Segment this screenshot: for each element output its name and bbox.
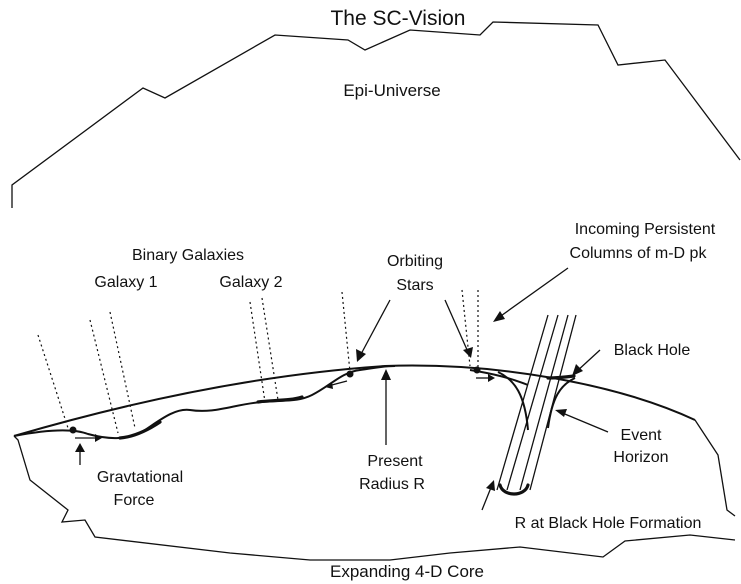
bh-column-left-inner <box>506 314 559 491</box>
spacetime-surface <box>13 365 396 440</box>
motion-arrowhead-star-right <box>488 374 495 382</box>
arrowhead-r-formation <box>486 480 495 491</box>
arrow-event-horizon <box>559 411 609 433</box>
motion-arrowhead-galaxy1 <box>95 434 102 442</box>
galaxy1-label: Galaxy 1 <box>94 274 157 291</box>
galaxy2-label: Galaxy 2 <box>219 274 282 291</box>
star-left <box>346 370 354 378</box>
horizon-label: Horizon <box>613 449 668 466</box>
column-galaxy1-c <box>109 311 136 429</box>
arrowhead-orbiting-right <box>463 347 473 358</box>
radius-label: Radius R <box>359 476 425 493</box>
bh-column-left-outer <box>496 314 549 491</box>
galaxy1-mass <box>118 420 162 440</box>
arrowhead-gravitational <box>75 443 85 452</box>
diagram-title: The SC-Vision <box>330 7 465 30</box>
column-galaxy2-a <box>249 301 266 403</box>
stars-label: Stars <box>396 277 433 294</box>
bh-column-right-inner <box>519 314 569 491</box>
force-label: Force <box>114 492 155 509</box>
arrow-incoming <box>497 267 569 319</box>
arrowhead-black-hole <box>572 364 583 376</box>
core-boundary <box>13 435 736 561</box>
event-label: Event <box>621 427 662 444</box>
orbiting-label: Orbiting <box>387 253 443 270</box>
r-formation-label: R at Black Hole Formation <box>515 515 702 532</box>
black-hole-label: Black Hole <box>614 342 691 359</box>
incoming-label-line2: Columns of m-D pk <box>570 245 708 262</box>
arrow-orbiting-left <box>359 299 391 357</box>
column-galaxy1-b <box>89 319 119 434</box>
column-galaxy1-a <box>37 334 69 429</box>
black-hole-mass <box>546 374 576 380</box>
binary-galaxies-label: Binary Galaxies <box>132 247 244 264</box>
event-horizon-right <box>547 377 576 429</box>
motion-arrowhead-star-left <box>325 382 333 389</box>
galaxy2-mass <box>256 395 304 404</box>
arrowhead-event-horizon <box>555 409 567 417</box>
epi-universe-label: Epi-Universe <box>343 81 440 100</box>
arrowhead-incoming <box>493 311 505 322</box>
gravitational-label: Gravtational <box>97 469 183 486</box>
core-boundary-right <box>694 419 736 517</box>
epi-universe-boundary <box>11 21 741 208</box>
bh-column-right-outer <box>529 314 577 491</box>
bh-column-bottom <box>498 483 530 496</box>
star-galaxy1 <box>69 426 77 434</box>
present-label: Present <box>367 453 423 470</box>
column-star-a <box>341 291 351 373</box>
arrowhead-orbiting-left <box>356 349 366 362</box>
arrow-orbiting-right <box>444 299 469 353</box>
column-galaxy2-b <box>261 297 279 401</box>
incoming-label-line1: Incoming Persistent <box>575 221 716 238</box>
star-right <box>473 366 481 374</box>
arrowhead-present-radius <box>381 369 391 380</box>
core-label: Expanding 4-D Core <box>330 562 484 581</box>
